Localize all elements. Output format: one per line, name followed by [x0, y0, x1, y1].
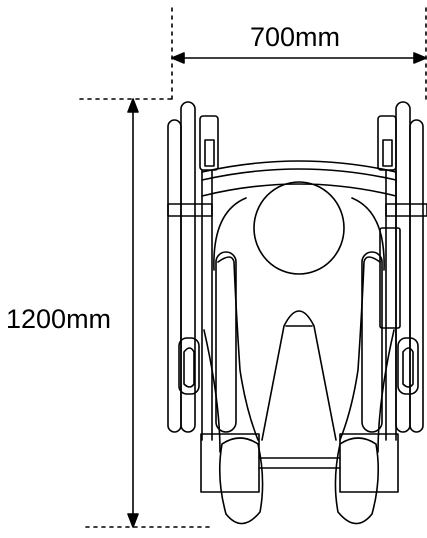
height-dimension — [79, 98, 211, 528]
left-push-handle — [199, 115, 219, 171]
right-armrest-pad — [379, 227, 401, 329]
brakes — [178, 337, 419, 395]
backrest — [201, 160, 397, 197]
side-bars — [167, 203, 427, 217]
backrest-middle-edge — [201, 168, 397, 181]
width-arrow-left — [171, 52, 185, 64]
right-shoulder — [351, 197, 385, 271]
width-dimension — [171, 7, 427, 101]
frame-rails — [201, 169, 397, 441]
left-side-bar — [167, 203, 213, 217]
right-foot — [334, 437, 380, 525]
right-front-frame — [377, 329, 395, 453]
left-brake-knob — [183, 347, 195, 388]
height-arrow-top — [127, 98, 139, 113]
backrest-lower-edge — [201, 183, 397, 197]
right-push-handle — [377, 115, 397, 171]
left-armrest — [215, 251, 237, 433]
left-wheel-inner — [180, 101, 196, 433]
feet — [218, 437, 380, 525]
right-torso-edge — [339, 256, 381, 441]
armrests — [215, 227, 401, 433]
right-brake-knob — [402, 347, 414, 388]
front-frame — [200, 329, 399, 493]
left-front-frame — [203, 329, 221, 453]
occupant — [213, 181, 385, 441]
height-arrow-bottom — [127, 513, 139, 528]
right-brake-lever — [397, 337, 419, 395]
right-handle-grip — [382, 139, 393, 167]
occupant-head — [253, 181, 345, 275]
left-foot — [218, 437, 264, 525]
occupant-legs-inner — [261, 310, 337, 441]
right-side-bar — [385, 203, 427, 217]
left-footplate — [200, 433, 260, 493]
right-armrest — [361, 251, 383, 433]
left-rear-wheel — [167, 101, 196, 433]
width-dimension-label: 700mm — [250, 22, 341, 52]
left-handle-grip — [204, 139, 215, 167]
height-dimension-label: 1200mm — [6, 304, 112, 334]
push-handles — [199, 115, 397, 171]
right-footplate — [339, 433, 399, 493]
left-torso-edge — [217, 256, 259, 441]
left-brake-lever — [178, 337, 200, 395]
backrest-top-edge — [201, 160, 397, 173]
left-shoulder — [213, 197, 247, 271]
width-arrow-right — [413, 52, 427, 64]
